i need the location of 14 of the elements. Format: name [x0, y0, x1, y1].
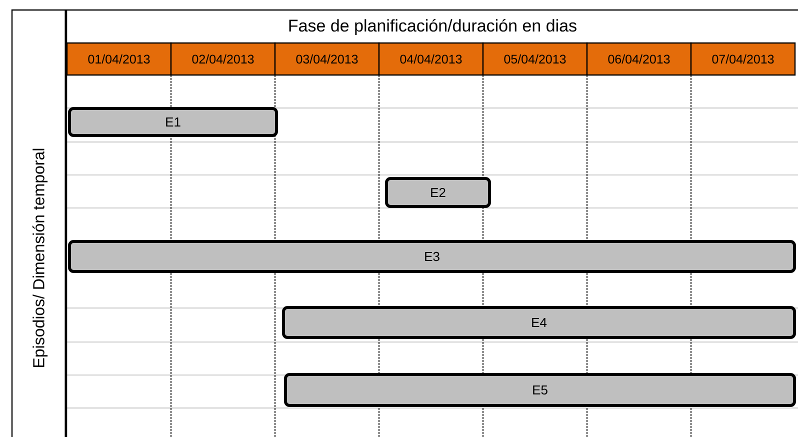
task-bar: E4 — [282, 306, 796, 339]
header-cell: 04/04/2013 — [378, 42, 484, 76]
task-bar: E5 — [284, 373, 796, 407]
task-bar: E2 — [385, 177, 491, 208]
header-cell: 02/04/2013 — [170, 42, 276, 76]
task-bar: E1 — [68, 107, 278, 137]
header-cell: 07/04/2013 — [690, 42, 796, 76]
header-cell: 01/04/2013 — [66, 42, 172, 76]
header-cell: 06/04/2013 — [586, 42, 692, 76]
header-cell: 03/04/2013 — [274, 42, 380, 76]
header-cell: 05/04/2013 — [482, 42, 588, 76]
axis-label: Episodios/ Dimensión temporal — [32, 148, 48, 367]
title: Fase de planificación/duración en dias — [289, 18, 576, 36]
task-bar: E3 — [68, 240, 796, 273]
